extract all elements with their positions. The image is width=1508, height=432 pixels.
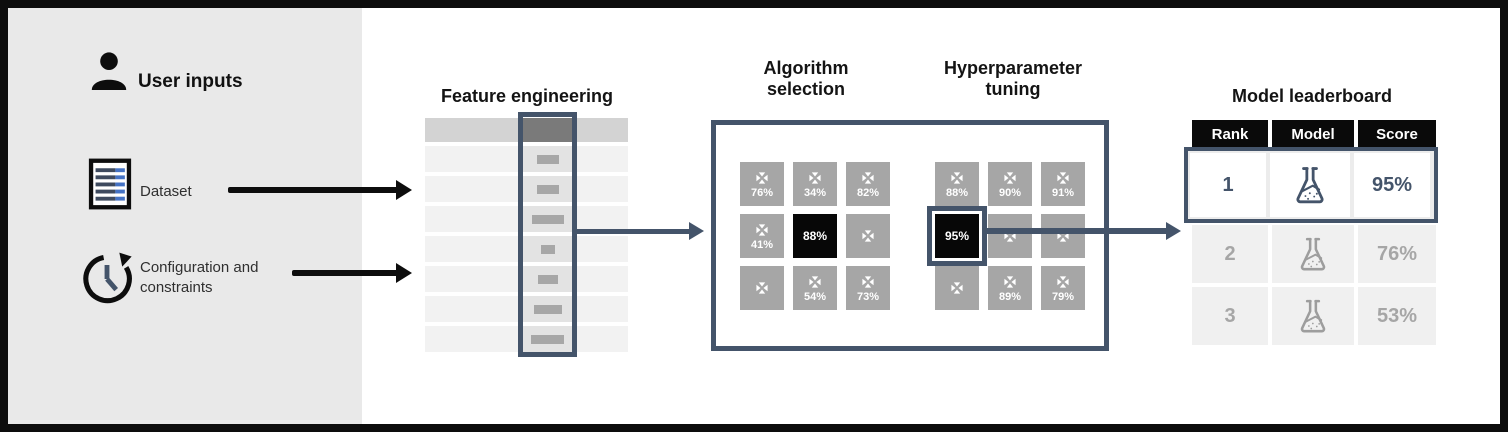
selected-feature-column	[518, 112, 577, 357]
converge-arrows-icon	[756, 171, 768, 184]
tuning-tile-best: 95%	[935, 214, 979, 258]
feature-cell	[523, 236, 572, 262]
selected-column-header	[523, 118, 572, 142]
flask-icon	[1296, 167, 1324, 204]
flask-icon	[1300, 299, 1326, 333]
rank-value: 2	[1192, 225, 1268, 283]
user-inputs-panel: User inputs Dataset Configuration and	[8, 8, 362, 424]
leaderboard-row-1: 1 95%	[1184, 147, 1438, 223]
converge-arrows-icon	[1057, 171, 1069, 184]
configuration-label: Configuration and constraints	[140, 259, 259, 296]
algorithm-selection-title: Algorithm selection	[763, 58, 849, 100]
score-value: 95%	[1354, 153, 1430, 217]
algorithm-tile: 41%	[740, 214, 784, 258]
converge-arrows-icon	[862, 275, 874, 288]
converge-arrows-icon	[1057, 275, 1069, 288]
feature-cell	[523, 146, 572, 172]
feature-engineering-title: Feature engineering	[440, 86, 614, 106]
tuning-tile: 89%	[988, 266, 1032, 310]
tuning-tile	[1041, 214, 1085, 258]
rank-value: 1	[1190, 153, 1266, 217]
tuning-tile-grid: 88% 90% 91% 95% 89% 79%	[927, 162, 1085, 310]
feature-cell	[523, 206, 572, 232]
tuning-tile	[935, 266, 979, 310]
converge-arrows-icon	[756, 223, 768, 236]
algorithm-tile: 82%	[846, 162, 890, 206]
dataset-label: Dataset	[140, 183, 192, 200]
feature-cell	[523, 326, 572, 352]
tuning-tile: 88%	[935, 162, 979, 206]
tuning-tile: 91%	[1041, 162, 1085, 206]
user-inputs-title: User inputs	[138, 71, 243, 92]
tuning-tile: 79%	[1041, 266, 1085, 310]
algorithm-tile	[740, 266, 784, 310]
converge-arrows-icon	[756, 281, 768, 294]
model-cell	[1272, 225, 1354, 283]
tuning-tile: 90%	[988, 162, 1032, 206]
algorithm-tile-selected: 88%	[793, 214, 837, 258]
score-value: 53%	[1358, 287, 1436, 345]
rank-value: 3	[1192, 287, 1268, 345]
leaderboard-header-rank: Rank	[1192, 120, 1268, 148]
score-value: 76%	[1358, 225, 1436, 283]
feature-cell	[523, 296, 572, 322]
model-leaderboard-title: Model leaderboard	[1231, 86, 1393, 106]
converge-arrows-icon	[1004, 171, 1016, 184]
hyperparameter-tuning-title: Hyperparameter tuning	[943, 58, 1083, 100]
converge-arrows-icon	[951, 281, 963, 294]
feature-cell	[523, 266, 572, 292]
converge-arrows-icon	[951, 171, 963, 184]
model-cell	[1270, 153, 1350, 217]
algorithm-tile: 34%	[793, 162, 837, 206]
converge-arrows-icon	[1004, 275, 1016, 288]
leaderboard-header-model: Model	[1272, 120, 1354, 148]
converge-arrows-icon	[862, 171, 874, 184]
model-cell	[1272, 287, 1354, 345]
algorithm-tile	[846, 214, 890, 258]
algorithm-tile: 76%	[740, 162, 784, 206]
algorithm-tile: 73%	[846, 266, 890, 310]
dataset-list-icon	[88, 158, 132, 210]
flask-icon	[1300, 237, 1326, 271]
clock-refresh-icon	[83, 252, 132, 304]
tuning-tile	[988, 214, 1032, 258]
converge-arrows-icon	[809, 275, 821, 288]
converge-arrows-icon	[862, 229, 874, 242]
converge-arrows-icon	[809, 171, 821, 184]
algorithm-tile: 54%	[793, 266, 837, 310]
leaderboard-header-score: Score	[1358, 120, 1436, 148]
feature-cell	[523, 176, 572, 202]
person-icon	[91, 52, 127, 90]
algorithm-tile-grid: 76% 34% 82% 41% 88% 54% 73%	[740, 162, 890, 310]
best-model-tile-border: 95%	[927, 206, 987, 266]
